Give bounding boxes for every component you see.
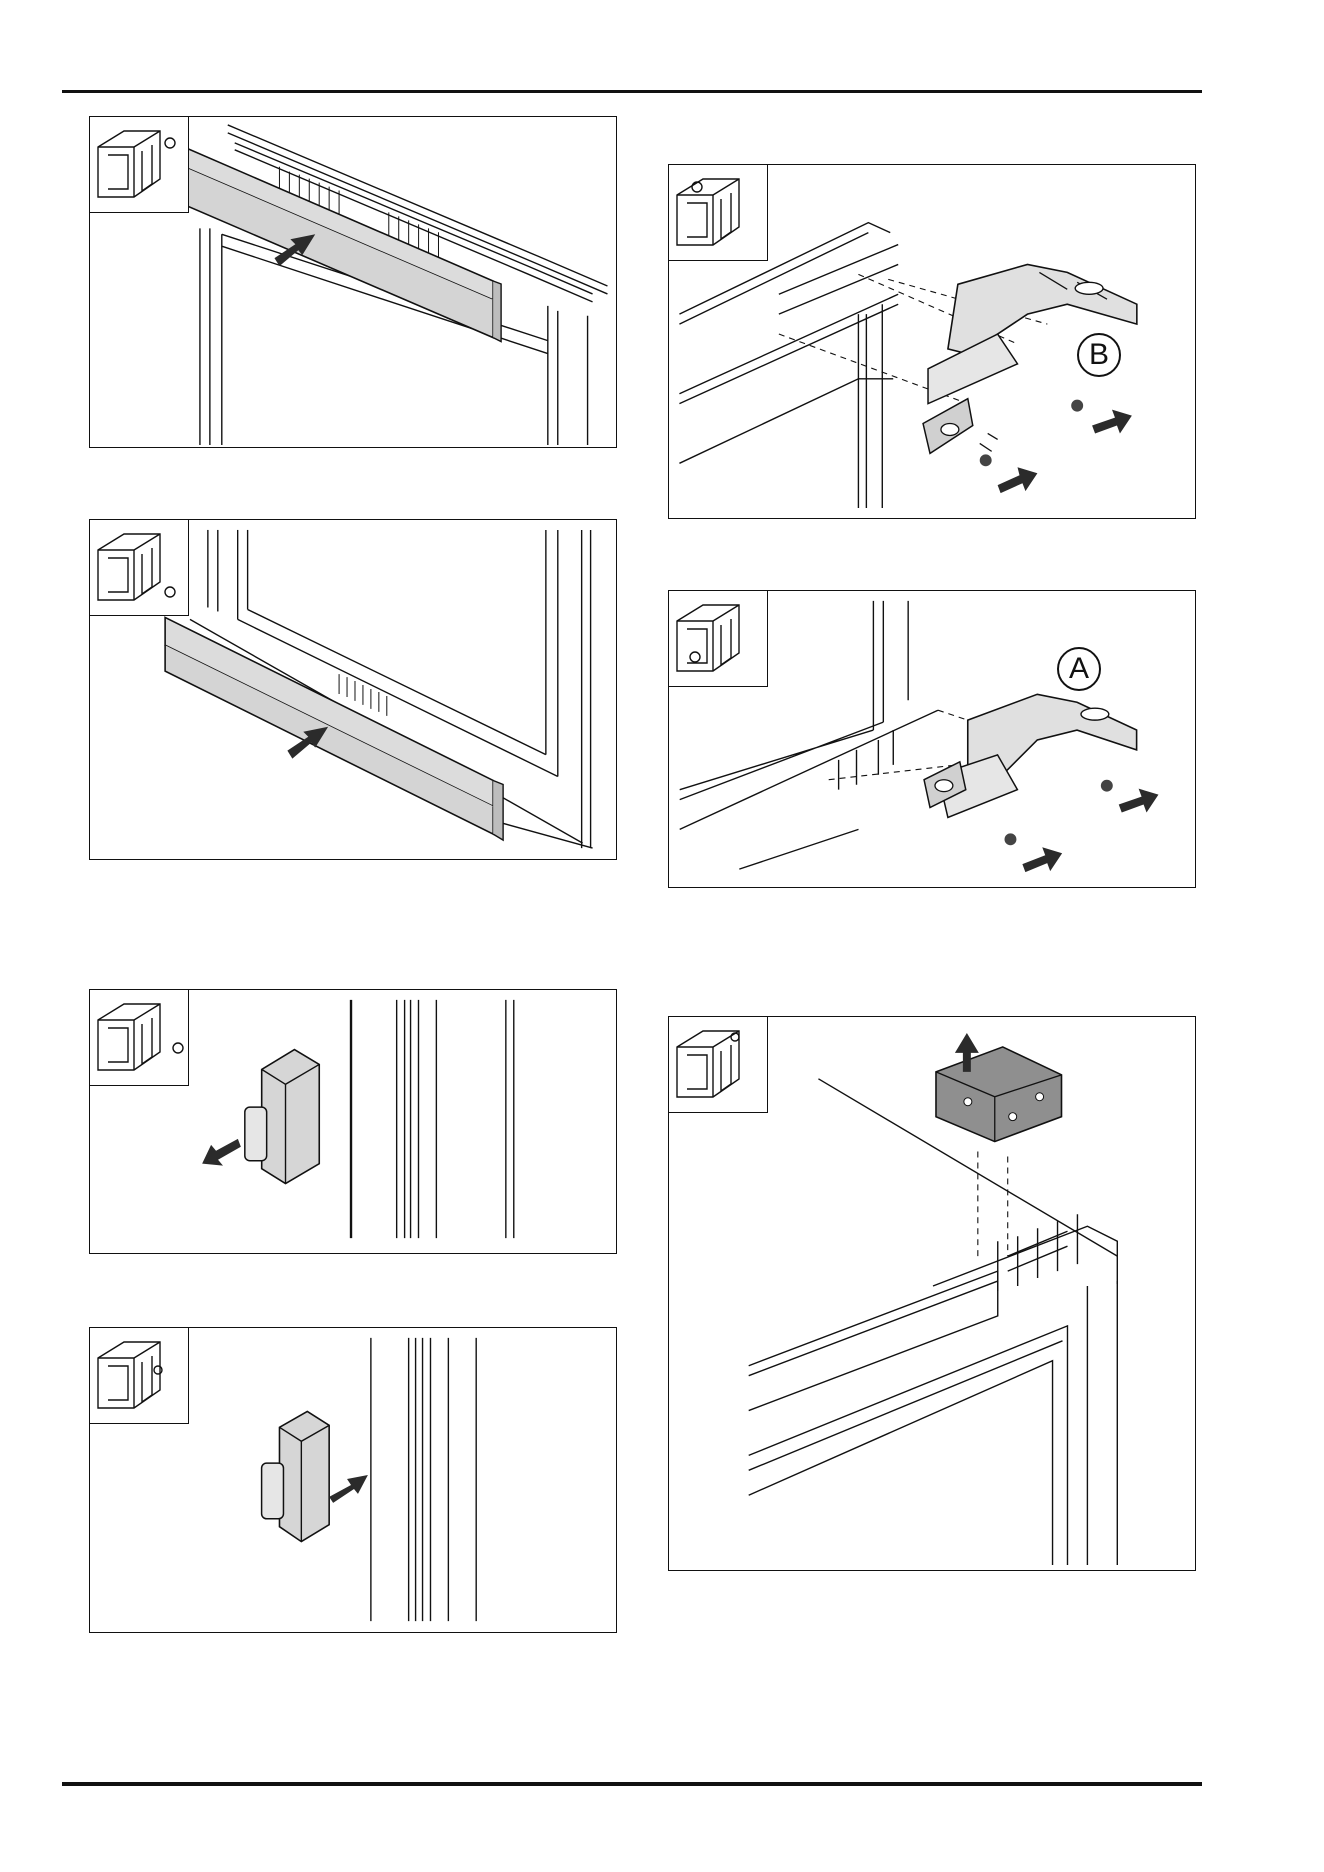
cabinet-top-right-marker-icon (90, 117, 188, 212)
cabinet-location-inset (90, 990, 189, 1086)
footer-rule (62, 1782, 1202, 1786)
push-arrow-icon (1022, 847, 1062, 872)
figure-6: A (668, 590, 1196, 888)
figure-5: B (668, 164, 1196, 519)
cabinet-bottom-left-marker-icon (669, 591, 767, 686)
callout-b-label: B (1079, 335, 1119, 375)
figure-7 (668, 1016, 1196, 1571)
header-rule (62, 90, 1202, 93)
screw-icon (1005, 833, 1017, 845)
push-arrow-icon (1119, 789, 1159, 813)
callout-a-label: A (1059, 649, 1099, 689)
cabinet-location-inset (669, 1017, 768, 1113)
figure-4 (89, 1327, 617, 1633)
cabinet-location-inset (90, 520, 189, 616)
callout-a: A (1057, 647, 1101, 691)
push-arrow-icon (998, 467, 1038, 493)
side-clip-part (279, 1411, 329, 1541)
cabinet-top-left-marker-icon (669, 1017, 767, 1112)
screw-icon (980, 454, 992, 466)
trim-strip-part (165, 617, 493, 806)
figure-3 (89, 989, 617, 1254)
pull-arrow-icon (202, 1139, 241, 1166)
cabinet-location-inset (669, 165, 768, 261)
figure-1 (89, 116, 617, 448)
push-arrow-icon (329, 1475, 368, 1503)
cabinet-middle-right-marker-icon (90, 990, 188, 1085)
push-arrow-icon (1092, 410, 1132, 434)
cabinet-location-inset (90, 117, 189, 213)
figure-2 (89, 519, 617, 860)
cabinet-middle-right-marker-icon (90, 1328, 188, 1423)
cabinet-top-left-marker-icon (669, 165, 767, 260)
callout-b: B (1077, 333, 1121, 377)
trim-strip-part (165, 139, 493, 300)
screw-icon (1101, 780, 1113, 792)
cabinet-bottom-right-marker-icon (90, 520, 188, 615)
cabinet-location-inset (90, 1328, 189, 1424)
cabinet-location-inset (669, 591, 768, 687)
screw-icon (1071, 400, 1083, 412)
